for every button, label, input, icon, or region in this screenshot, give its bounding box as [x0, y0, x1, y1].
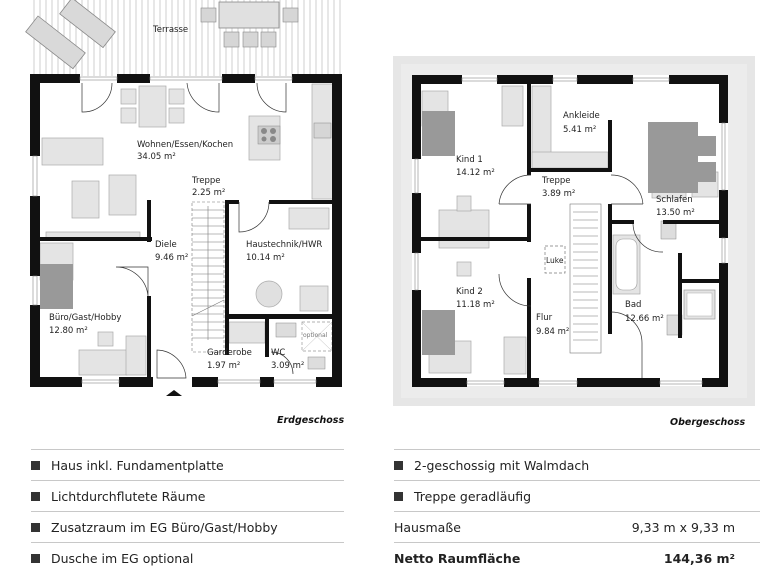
room-label-schlafen: Schlafen — [656, 195, 693, 205]
walls — [30, 74, 342, 387]
boiler — [255, 280, 283, 308]
room-area-treppe: 3.89 m² — [542, 189, 575, 199]
shower — [683, 289, 716, 320]
room-area-wohnen: 34.05 m² — [137, 152, 176, 162]
room-area-ankleide: 5.41 m² — [563, 125, 596, 135]
doors — [81, 82, 294, 379]
room-label-wc: WC — [271, 348, 285, 358]
furniture — [39, 83, 334, 376]
room-area-garderobe: 1.97 m² — [207, 361, 240, 371]
sun-lounger — [59, 0, 116, 49]
room-area-flur: 9.84 m² — [536, 327, 569, 337]
bed-schlafen — [648, 122, 698, 193]
feature-item: Treppe geradläufig — [394, 480, 760, 511]
svg-text:optional: optional — [303, 332, 328, 339]
bed-kind1 — [422, 111, 455, 156]
ground-floor-caption: Erdgeschoss — [277, 415, 345, 426]
attic-hatch: Luke — [544, 245, 566, 274]
entrance-arrow-icon — [166, 390, 182, 396]
toilet — [307, 356, 326, 370]
svg-text:Luke: Luke — [546, 256, 564, 265]
features-right: 2-geschossig mit Walmdach Treppe geradlä… — [394, 449, 760, 573]
feature-item: Zusatzraum im EG Büro/Gast/Hobby — [31, 511, 344, 542]
bed-kind2 — [422, 310, 455, 355]
staircase — [569, 203, 602, 354]
sun-lounger — [25, 15, 86, 70]
bullet-square-icon — [394, 491, 403, 501]
bullet-square-icon — [394, 460, 403, 470]
optional-shower: optional — [301, 321, 333, 352]
room-area-kind2: 11.18 m² — [456, 300, 495, 310]
room-area-haustechnik: 10.14 m² — [246, 253, 285, 263]
feature-item: Lichtdurchflutete Räume — [31, 480, 344, 511]
kitchen-sink — [313, 122, 332, 139]
staircase — [191, 201, 225, 353]
bullet-square-icon — [31, 491, 40, 501]
room-label-buero: Büro/Gast/Hobby — [49, 313, 121, 323]
bathtub — [612, 234, 641, 295]
windows — [32, 76, 317, 384]
room-label-garderobe: Garderobe — [207, 348, 252, 358]
bullet-square-icon — [31, 522, 40, 532]
room-label-bad: Bad — [625, 300, 641, 310]
room-label-kind2: Kind 2 — [456, 287, 483, 297]
terrace-table — [218, 1, 280, 29]
room-label-flur: Flur — [536, 313, 553, 323]
room-label-kind1: Kind 1 — [456, 155, 483, 165]
room-label-wohnen: Wohnen/Essen/Kochen — [137, 140, 233, 150]
room-area-schlafen: 13.50 m² — [656, 208, 695, 218]
room-area-buero: 12.80 m² — [49, 326, 88, 336]
room-area-wc: 3.09 m² — [271, 361, 304, 371]
room-label-haustechnik: Haustechnik/HWR — [246, 240, 322, 250]
room-label-terrasse: Terrasse — [152, 25, 188, 35]
windows — [414, 77, 726, 385]
upper-floor-caption: Obergeschoss — [670, 417, 746, 428]
room-label-diele: Diele — [155, 240, 177, 250]
feature-item: 2-geschossig mit Walmdach — [394, 449, 760, 480]
room-area-kind1: 14.12 m² — [456, 168, 495, 178]
room-label-treppe: Treppe — [541, 176, 571, 186]
cooktop — [257, 125, 281, 145]
ground-floor-plan: Terrasse — [0, 0, 384, 410]
room-label-ankleide: Ankleide — [563, 111, 600, 121]
room-area-bad: 12.66 m² — [625, 314, 664, 324]
spec-row-net-area: Netto Raumfläche 144,36 m² — [394, 542, 760, 573]
doors — [498, 174, 664, 378]
spec-row-dimensions: Hausmaße 9,33 m x 9,33 m — [394, 511, 760, 542]
feature-item: Haus inkl. Fundamentplatte — [31, 449, 344, 480]
room-area-treppe: 2.25 m² — [192, 188, 225, 198]
terrace-deck: Terrasse — [25, 0, 342, 76]
features-left: Haus inkl. Fundamentplatte Lichtdurchflu… — [31, 449, 344, 573]
room-area-diele: 9.46 m² — [155, 253, 188, 263]
upper-floor-plan: Luke — [393, 56, 755, 406]
wc-sink — [275, 322, 297, 338]
bed — [40, 264, 73, 309]
room-label-treppe: Treppe — [191, 176, 221, 186]
walls — [412, 75, 728, 387]
feature-item: Dusche im EG optional — [31, 542, 344, 573]
bullet-square-icon — [31, 553, 40, 563]
bullet-square-icon — [31, 460, 40, 470]
